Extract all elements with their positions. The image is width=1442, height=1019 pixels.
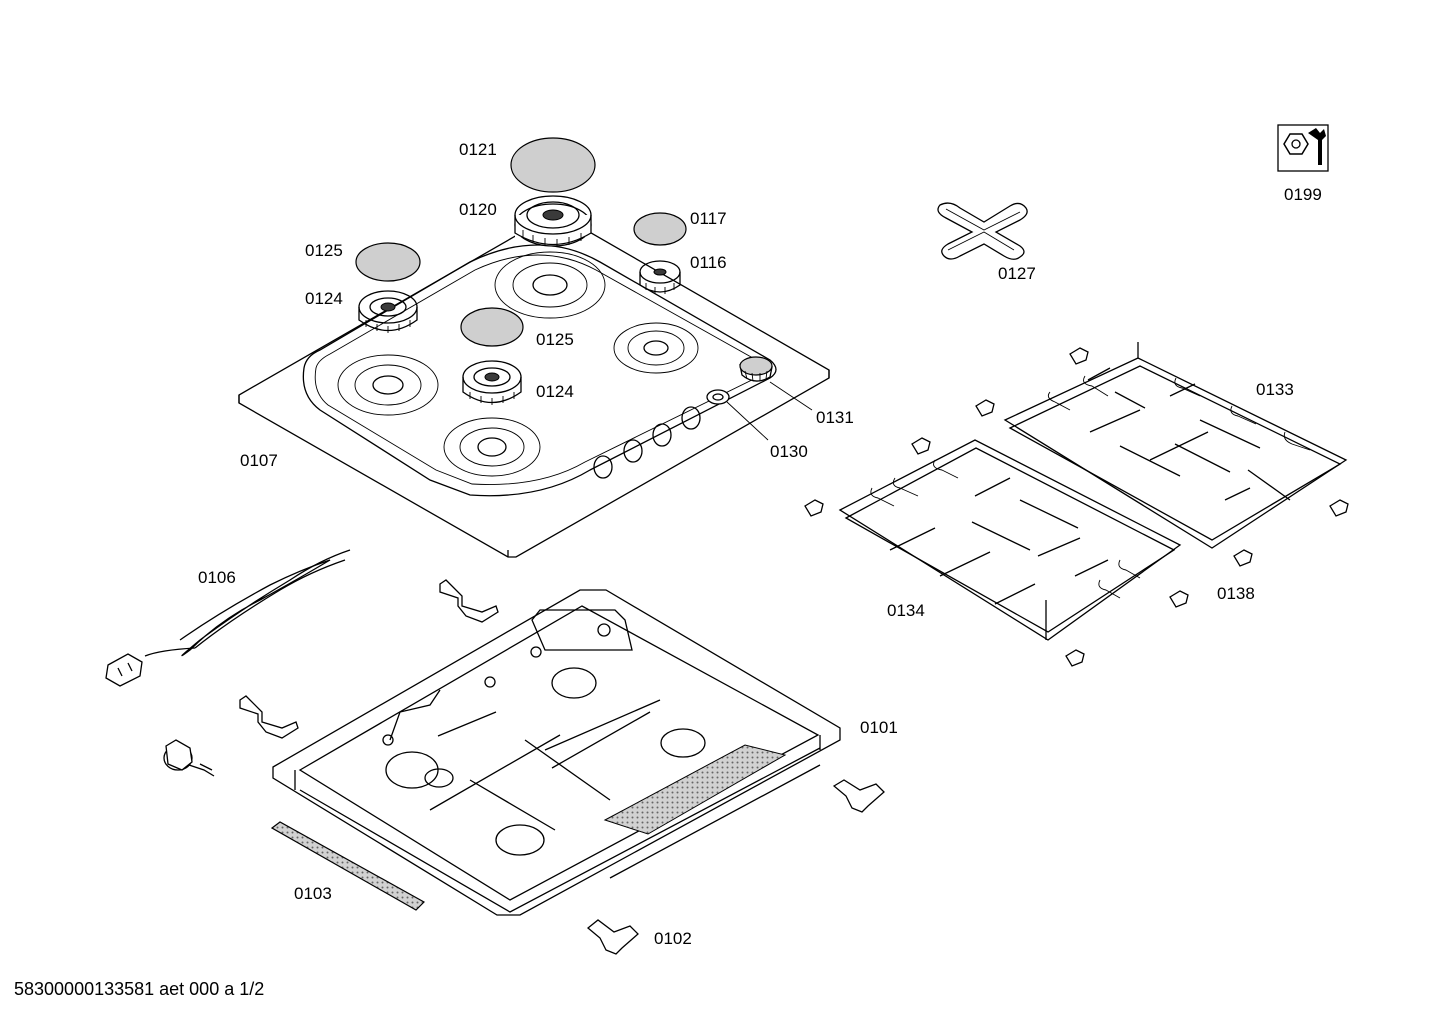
part-labels: 0121 0120 0117 0116 0125 0124 0125 0124 … (198, 140, 1322, 948)
label-0107: 0107 (240, 451, 278, 470)
rubber-feet (804, 347, 1349, 667)
label-0101: 0101 (860, 718, 898, 737)
label-0102: 0102 (654, 929, 692, 948)
label-0121: 0121 (459, 140, 497, 159)
label-0133: 0133 (1256, 380, 1294, 399)
pan-support-left (838, 439, 1182, 641)
label-0138: 0138 (1217, 584, 1255, 603)
gas-connector (163, 739, 215, 777)
label-0127: 0127 (998, 264, 1036, 283)
label-0117: 0117 (690, 209, 727, 228)
label-0124-a: 0124 (305, 289, 343, 308)
label-0106: 0106 (198, 568, 236, 587)
plate-burner-seats (337, 251, 699, 477)
mounting-bracket-left (239, 695, 299, 739)
burner-cap-medium-1 (355, 242, 421, 282)
leader-lines-top (726, 381, 813, 441)
label-0116: 0116 (690, 253, 727, 272)
seal-strip (270, 821, 425, 911)
knob-bezel (706, 389, 730, 405)
pan-support-right (1003, 342, 1348, 549)
power-cable (105, 549, 351, 687)
burner-cap-large (510, 137, 596, 193)
wok-support (937, 202, 1028, 260)
label-0120: 0120 (459, 200, 497, 219)
cooktop-top-plate (238, 214, 830, 558)
label-0131: 0131 (816, 408, 854, 427)
burner-head-medium-1 (358, 290, 418, 333)
fixing-clip-bottom (586, 919, 639, 955)
mounting-bracket-top (439, 579, 499, 623)
label-0134: 0134 (887, 601, 925, 620)
bottom-tray (272, 589, 841, 916)
label-0125-a: 0125 (305, 241, 343, 260)
label-0125-b: 0125 (536, 330, 574, 349)
label-0199: 0199 (1284, 185, 1322, 204)
burner-head-large (514, 195, 592, 247)
burner-cap-medium-2 (460, 307, 524, 347)
fixing-clip-right (832, 779, 885, 813)
document-footer-code: 58300000133581 aet 000 a 1/2 (14, 979, 265, 999)
burner-head-medium-2 (462, 360, 522, 405)
label-0103: 0103 (294, 884, 332, 903)
burner-cap-small (633, 212, 687, 246)
burner-head-small (639, 260, 681, 294)
wrench-nut-icon (1277, 124, 1329, 172)
knob-holes (593, 406, 701, 479)
label-0124-b: 0124 (536, 382, 574, 401)
label-0130: 0130 (770, 442, 808, 461)
control-knob (739, 356, 773, 382)
